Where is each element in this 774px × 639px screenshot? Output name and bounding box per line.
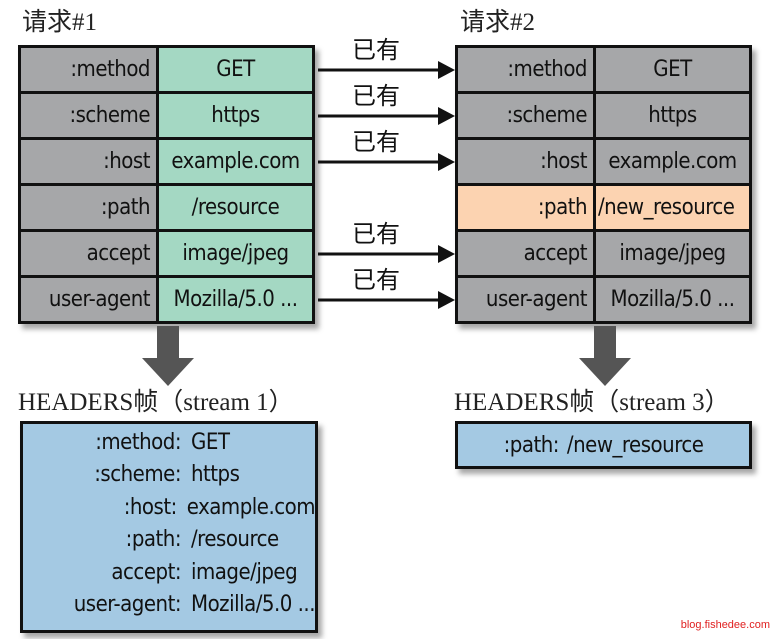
header-value: /new_resource [596,186,749,229]
header-value: /resource [159,186,312,229]
header-key: :method [21,48,159,91]
existing-label: 已有 [352,82,400,110]
header-value: Mozilla/5.0 ... [159,278,312,321]
header-value: GET [159,48,312,91]
header-key: :method [458,48,596,91]
frame-value: https [191,462,240,488]
frame-value: Mozilla/5.0 ... [191,592,315,618]
header-value: image/jpeg [159,232,312,275]
header-value: example.com [159,140,312,183]
frame-value: example.com [186,494,316,520]
arrow-down-icon [142,326,194,386]
frame1-title: HEADERS帧（stream 1） [18,389,294,416]
header-key: :path [458,186,596,229]
frame-value: /new_resource [566,432,704,458]
frame-value: image/jpeg [191,559,298,585]
header-value: image/jpeg [596,232,749,275]
table-row: :path/resource [21,183,312,229]
header-key: :scheme [458,94,596,137]
existing-label: 已有 [352,266,400,294]
header-key: :host [21,140,159,183]
frame-key: :path: [503,432,560,458]
frame-value: GET [191,429,230,455]
arrow-down-icon [579,326,631,386]
existing-label: 已有 [352,36,400,64]
frame2-title: HEADERS帧（stream 3） [454,389,730,416]
header-key: user-agent [458,278,596,321]
header-value: https [596,94,749,137]
frame-row: :path: /resource [23,524,315,557]
headers-frame-stream-3: :path:/new_resource [455,421,752,469]
frame-value: /resource [191,527,279,553]
header-key: :host [458,140,596,183]
frame-key: :host: [123,494,178,520]
table-row-changed: :path/new_resource [458,183,749,229]
frame-row: user-agent: Mozilla/5.0 ... [23,589,316,622]
request1-title: 请求#1 [22,9,98,36]
header-key: accept [21,232,159,275]
header-key: user-agent [21,278,159,321]
frame-key: user-agent: [73,592,182,618]
header-key: accept [458,232,596,275]
header-value: https [159,94,312,137]
header-value: example.com [596,140,749,183]
headers-frame-stream-1: :method: GET :scheme: https :host: example.… [20,421,318,633]
frame-row: :path:/new_resource [458,424,749,466]
frame-row: :method: GET [23,426,315,459]
frame-key: :method: [95,429,181,455]
header-value: Mozilla/5.0 ... [596,278,749,321]
frame-row: :host: example.com [23,491,316,524]
frame-key: accept: [111,559,181,585]
frame-key: :scheme: [94,462,181,488]
header-value: GET [596,48,749,91]
frame-row: :scheme: https [23,459,315,492]
watermark: blog.fishedee.com [680,619,770,631]
frame-key: :path: [125,527,182,553]
request2-title: 请求#2 [460,9,536,36]
existing-label: 已有 [352,220,400,248]
header-key: :scheme [21,94,159,137]
header-key: :path [21,186,159,229]
frame-row: accept: image/jpeg [23,556,315,589]
existing-label: 已有 [352,128,400,156]
